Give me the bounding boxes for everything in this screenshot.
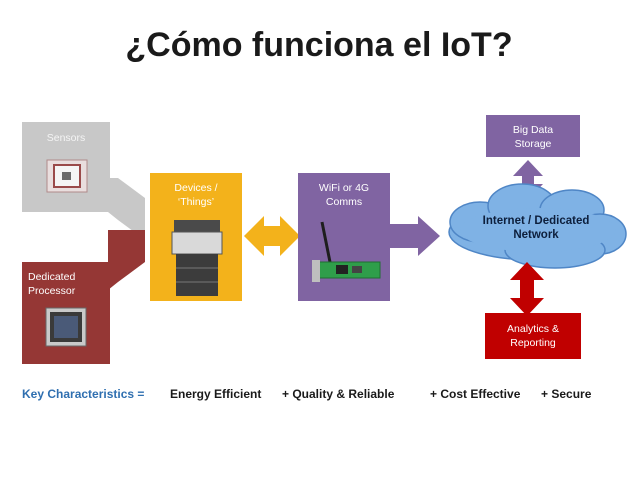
key-characteristics-label: Key Characteristics =: [22, 387, 145, 401]
characteristic-secure: + Secure: [541, 387, 592, 401]
intel-processor-image: [45, 307, 87, 347]
sensors-label: Sensors: [46, 132, 86, 144]
analytics-label: Analytics & Reporting: [507, 323, 559, 349]
comms-internet-arrow: [388, 216, 440, 256]
internet-analytics-arrow: [510, 262, 544, 316]
page-title: ¿Cómo funciona el IoT?: [125, 26, 513, 64]
analytics-box: [485, 313, 581, 359]
characteristic-energy: Energy Efficient: [170, 387, 262, 401]
comms-label: WiFi or 4G Comms: [318, 182, 370, 208]
devices-label: Devices / ‘Things’: [174, 182, 218, 208]
sensors-connector: [108, 178, 145, 240]
bigdata-box: [486, 115, 580, 157]
processor-label: Dedicated Processor: [28, 271, 76, 297]
sensor-chip-image: [46, 159, 88, 193]
processor-connector: [108, 230, 145, 290]
bigdata-label: Big Data Storage: [512, 124, 554, 150]
internet-cloud: [448, 183, 627, 269]
characteristic-cost: + Cost Effective: [430, 387, 521, 401]
printer-image: [171, 220, 223, 296]
characteristic-quality: + Quality & Reliable: [282, 387, 395, 401]
internet-label: Internet / Dedicated Network: [482, 215, 590, 241]
wifi-card-image: [312, 221, 381, 282]
devices-comms-arrow: [244, 216, 300, 256]
